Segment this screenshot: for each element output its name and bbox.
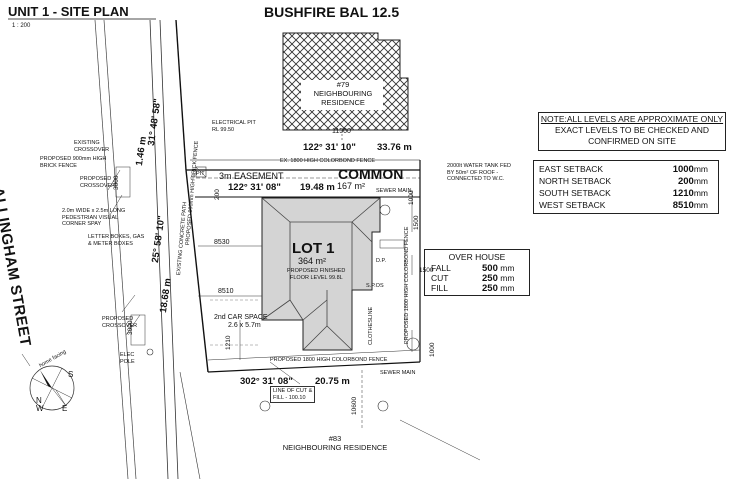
elec-pole-note: ELEC POLE [120, 352, 135, 365]
lot-name: LOT 1 [292, 240, 335, 257]
over-house-table: OVER HOUSE FALL 500 mm CUT 250 mm FILL 2… [424, 249, 530, 296]
neighbour-top-line2: RESIDENCE [321, 98, 365, 107]
sewer-main-bottom: SEWER MAIN [380, 370, 416, 376]
dim-3000-top: 3000 [113, 175, 120, 190]
setback-row-north: NORTH SETBACK 200mm [539, 176, 708, 187]
electrical-pit-note: ELECTRICAL PIT RL 99.50 [212, 120, 256, 133]
note-line-3: CONFIRMED ON SITE [588, 136, 676, 146]
car-space-label: 2nd CAR SPACE [214, 314, 268, 321]
dim-3000-bottom: 3000 [127, 320, 134, 335]
common-area: 167 m² [337, 181, 366, 191]
line-of-cut-note: LINE OF CUT & FILL - 100.10 [270, 386, 316, 403]
note-line-2: EXACT LEVELS TO BE CHECKED AND [554, 125, 709, 135]
dim-200: 200 [214, 189, 221, 200]
proposed-crossover-bottom: PROPOSED CROSSOVER [102, 316, 138, 329]
neighbour-top-number: #79 [336, 80, 350, 89]
bearing-bottom-length: 20.75 m [315, 376, 350, 387]
bearing-common: 122° 31' 08" [228, 182, 281, 193]
bearing-top-north-length: 33.76 m [377, 142, 412, 153]
side-fence-label: PROPOSED 1800 HIGH COLORBOND FENCE [404, 226, 410, 344]
dim-1500-top: 1500 [413, 215, 420, 230]
neighbour-top-line1: NEIGHBOURING [313, 89, 373, 98]
setback-row-west: WEST SETBACK 8510mm [539, 200, 708, 211]
downpipe-label: D.P. [376, 258, 386, 264]
fence-top-label: EX. 1800 HIGH COLORBOND FENCE [280, 158, 376, 164]
compass-e: E [62, 404, 68, 413]
setback-row-east: EAST SETBACK 1000mm [539, 164, 708, 175]
lot-floor-note-2: FLOOR LEVEL 99.8L [290, 275, 343, 281]
brick-fence-note: PROPOSED 900mm HIGH BRICK FENCE [40, 156, 107, 169]
neighbour-bottom-number: #83 [328, 434, 342, 443]
bal-rating: BUSHFIRE BAL 12.5 [264, 4, 400, 20]
over-row-fall: FALL 500 mm [431, 263, 515, 274]
bearing-top-north: 122° 31' 10" [303, 142, 356, 153]
dim-8530: 8530 [214, 239, 230, 246]
common-name: COMMON [338, 166, 404, 182]
dim-8510: 8510 [218, 288, 234, 295]
pit-label: PIT [196, 171, 205, 177]
dim-1000-bottom: 1000 [429, 342, 436, 357]
lot-floor-note-1: PROPOSED FINISHED [287, 268, 346, 274]
dim-10600: 10600 [351, 396, 358, 415]
sos-label: S.P.OS [366, 283, 384, 289]
pedestrian-splay-note: 2.0m WIDE x 2.5m LONG PEDESTRIAN VISUAL … [62, 208, 126, 227]
neighbour-top-distance: 11500 [332, 128, 351, 135]
compass-s: S [68, 370, 74, 379]
over-row-fill: FILL 250 mm [431, 283, 515, 294]
levels-note: NOTE:ALL LEVELS ARE APPROXIMATE ONLY EXA… [538, 112, 726, 151]
neighbour-top-label: #79 NEIGHBOURING RESIDENCE [303, 80, 383, 107]
compass-rose [21, 353, 75, 411]
water-tank-note: 2000lt WATER TANK FED BY 50m² OF ROOF - … [447, 163, 511, 182]
dim-1210: 1210 [225, 335, 232, 350]
dim-1000-top: 1000 [408, 190, 415, 205]
setback-table: EAST SETBACK 1000mm NORTH SETBACK 200mm … [533, 160, 719, 214]
bearing-common-length: 19.48 m [300, 182, 335, 193]
over-house-title: OVER HOUSE [448, 252, 506, 262]
clothesline-label: CLOTHESLINE [368, 306, 374, 345]
neighbour-bottom-label: #83 NEIGHBOURING RESIDENCE [270, 434, 400, 452]
fence-bottom-label: PROPOSED 1800 HIGH COLORBOND FENCE [270, 357, 388, 363]
dim-1500-mid: 1500 [419, 267, 434, 274]
scale-label: 1 : 200 [12, 23, 31, 29]
easement-label: 3m EASEMENT [219, 171, 284, 181]
setback-row-south: SOUTH SETBACK 1210mm [539, 188, 708, 199]
note-line-1: NOTE:ALL LEVELS ARE APPROXIMATE ONLY [540, 114, 724, 124]
lot-area: 364 m² [298, 256, 327, 266]
bearing-bottom: 302° 31' 08" [240, 376, 293, 387]
over-row-cut: CUT 250 mm [431, 273, 515, 284]
compass-n: N [36, 396, 42, 405]
compass-w: W [36, 404, 44, 413]
existing-crossover-note: EXISTING CROSSOVER [74, 140, 110, 153]
letter-boxes-note: LETTER BOXES, GAS & METER BOXES [88, 234, 145, 247]
plan-title: UNIT 1 - SITE PLAN [8, 4, 129, 19]
car-space-size: 2.6 x 5.7m [228, 322, 261, 329]
proposed-crossover-top: PROPOSED CROSSOVER [80, 176, 116, 189]
neighbour-bottom-text: NEIGHBOURING RESIDENCE [282, 443, 388, 452]
sewer-main-top: SEWER MAIN [376, 188, 412, 194]
